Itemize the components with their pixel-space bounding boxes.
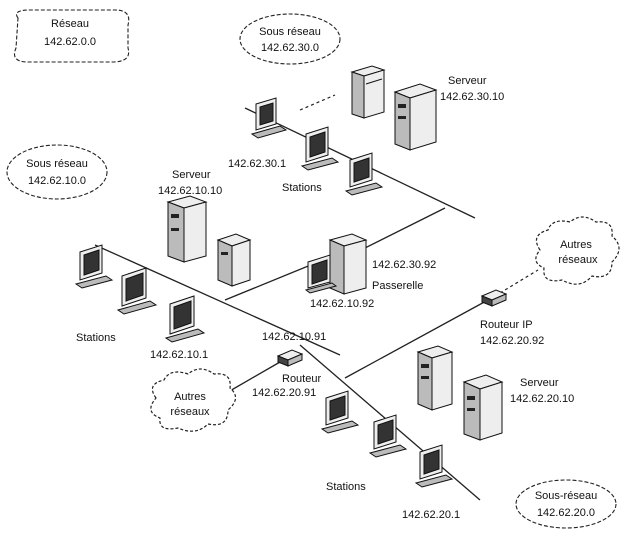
subnet-30-bubble: Sous réseau 142.62.30.0 <box>239 13 341 65</box>
subnet-10-to-gateway-link <box>224 261 319 301</box>
workstation-icon <box>414 444 454 488</box>
server-icon <box>462 374 504 441</box>
subnet-30-address: 142.62.30.0 <box>261 42 319 54</box>
server-top-address: 142.62.30.10 <box>440 91 504 103</box>
server-left-address: 142.62.10.10 <box>158 185 222 197</box>
network-label: Réseau <box>51 18 89 30</box>
workstation-icon <box>344 152 384 196</box>
server-icon <box>350 65 386 119</box>
other-networks-cloud-right: Autres réseaux <box>535 216 620 285</box>
server-left-label: Serveur <box>172 169 211 181</box>
stations-left-address: 142.62.10.1 <box>150 349 208 361</box>
cloud-right-line2: réseaux <box>558 254 598 266</box>
router-ip-link <box>344 299 489 379</box>
subnet-10-address: 142.62.10.0 <box>28 175 86 187</box>
subnet-20-address: 142.62.20.0 <box>537 507 595 519</box>
stations-left-label: Stations <box>76 332 116 344</box>
subnet-10-bubble: Sous réseau 142.62.10.0 <box>6 144 108 200</box>
router-icon <box>276 349 304 367</box>
workstation-icon <box>116 267 158 315</box>
subnet-30-label: Sous réseau <box>259 26 321 38</box>
subnet-20-label: Sous-réseau <box>535 490 597 502</box>
stations-bottom-address: 142.62.20.1 <box>402 509 460 521</box>
router-ip-icon <box>480 289 508 307</box>
server-bottom-label: Serveur <box>520 377 559 389</box>
workstation-icon <box>74 244 114 289</box>
workstation-icon <box>368 414 408 458</box>
stations-top-label: Stations <box>282 182 322 194</box>
router-address-upper: 142.62.10.91 <box>262 331 326 343</box>
other-networks-cloud-left: Autres réseaux <box>150 368 237 432</box>
router-ip-to-cloud-link <box>499 269 539 294</box>
gateway-address-lower: 142.62.10.92 <box>310 298 374 310</box>
router-ip-address: 142.62.20.92 <box>480 335 544 347</box>
server-icon <box>166 195 208 263</box>
cloud-right-line1: Autres <box>560 239 592 251</box>
router-address-lower: 142.62.20.91 <box>252 387 316 399</box>
router-ip-label: Routeur IP <box>480 319 533 331</box>
router-to-cloud-link <box>227 361 281 393</box>
stations-top-address: 142.62.30.1 <box>228 158 286 170</box>
cloud-left-line1: Autres <box>174 391 206 403</box>
cloud-left-line2: réseaux <box>170 406 210 418</box>
gateway-label: Passerelle <box>372 280 423 292</box>
network-address: 142.62.0.0 <box>44 36 96 48</box>
server-top-label: Serveur <box>448 75 487 87</box>
subnet-30-backbone-extension <box>299 94 336 111</box>
subnet-20-bubble: Sous-réseau 142.62.20.0 <box>515 479 617 529</box>
gateway-address-upper: 142.62.30.92 <box>372 259 436 271</box>
server-bottom-address: 142.62.20.10 <box>510 393 574 405</box>
server-icon <box>393 83 438 151</box>
router-label: Routeur <box>282 373 321 385</box>
subnet-10-label: Sous réseau <box>26 158 88 170</box>
gateway-monitor-icon <box>304 254 338 294</box>
workstation-icon <box>250 97 288 139</box>
network-bubble: Réseau 142.62.0.0 <box>13 9 130 63</box>
server-icon <box>416 345 454 411</box>
server-icon <box>216 233 252 287</box>
subnet-10-backbone <box>94 244 341 356</box>
workstation-icon <box>320 390 360 434</box>
workstation-icon <box>164 295 206 343</box>
stations-bottom-label: Stations <box>326 481 366 493</box>
workstation-icon <box>300 126 340 171</box>
